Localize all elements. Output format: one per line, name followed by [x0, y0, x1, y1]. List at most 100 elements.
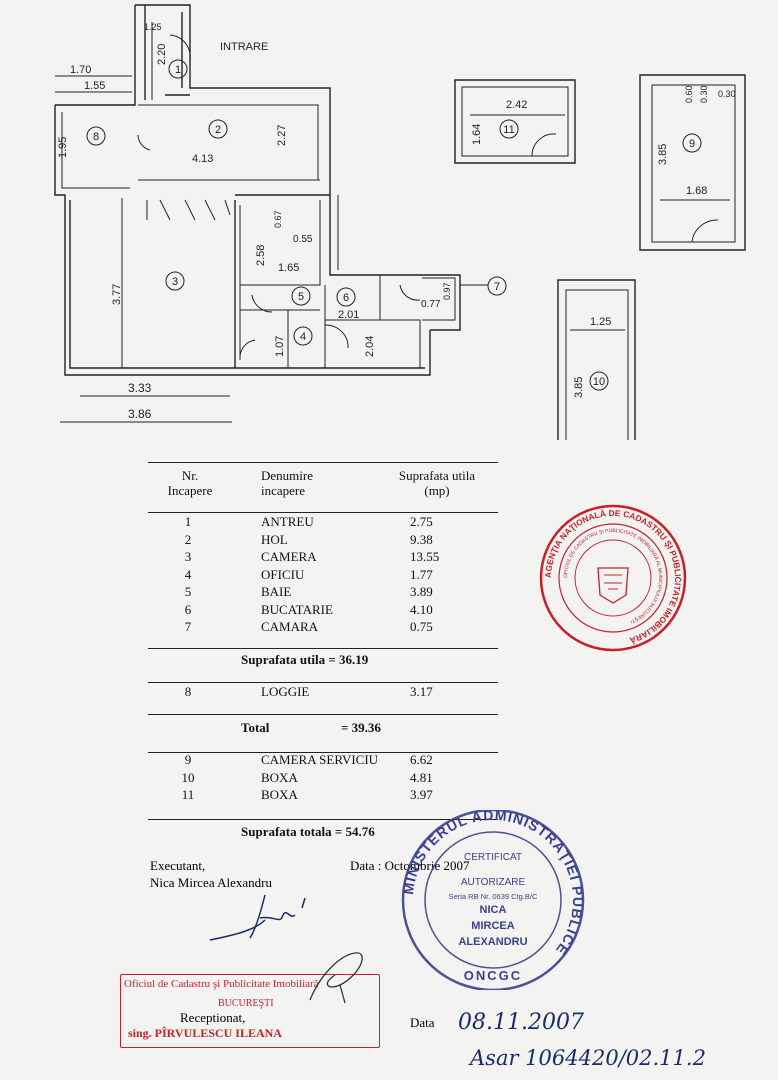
total-label: Total	[241, 720, 270, 735]
table-row: 6 BUCATARIE 4.10	[148, 602, 500, 618]
blue-stamp-line: ALEXANDRU	[458, 936, 527, 948]
dim-label: 2.04	[364, 336, 376, 357]
dim-label: 3.33	[128, 381, 152, 395]
dim-label: 3.77	[111, 284, 123, 305]
header-area: Suprafata utila (mp)	[398, 468, 476, 498]
blue-stamp-line: MIRCEA	[471, 920, 514, 932]
table-row: 5 BAIE 3.89	[148, 584, 500, 600]
room-number: 8	[93, 131, 99, 143]
room-number: 2	[215, 124, 221, 136]
dim-label: 0.30	[699, 85, 709, 103]
blue-stamp-line: NICA	[480, 904, 507, 916]
office-name: Oficiul de Cadastru şi Publicitate Imobi…	[124, 978, 319, 990]
cell-nr: 4	[184, 566, 192, 582]
cell-area: 4.10	[410, 601, 433, 617]
room-number: 7	[494, 281, 500, 293]
table-row: 3 CAMERA 13.55	[148, 549, 500, 565]
dim-label: 0.30	[718, 89, 736, 99]
dim-label: 0.97	[442, 282, 452, 300]
cell-area: 3.89	[410, 584, 433, 599]
receptionat-signature	[309, 952, 363, 1004]
dim-label: 2.20	[156, 44, 168, 65]
date2-label: Data	[410, 1015, 435, 1030]
handwritten-date: 08.11.2007	[458, 1010, 584, 1035]
cell-name: HOL	[261, 531, 288, 547]
dim-label: 0.60	[684, 85, 694, 103]
dim-label: 1.55	[84, 80, 105, 92]
suprafata-utila: Suprafata utila = 36.19	[241, 652, 369, 667]
cell-area: 3.17	[410, 684, 433, 699]
dim-label: 1.70	[70, 64, 91, 76]
dim-label: 1.68	[686, 185, 707, 197]
cell-area: 13.55	[410, 549, 440, 564]
room-number: 5	[298, 291, 304, 303]
cell-nr: 5	[184, 584, 192, 599]
cell-area: 4.81	[410, 769, 433, 785]
total-value: = 39.36	[341, 720, 381, 735]
executant-name: Nica Mircea Alexandru	[150, 875, 273, 890]
svg-text:OFICIUL DE CADASTRU ŞI PUBLICI: OFICIUL DE CADASTRU ŞI PUBLICITATE IMOBI…	[563, 528, 663, 624]
cell-nr: 2	[184, 531, 192, 547]
dim-label: 1.07	[274, 336, 286, 357]
cell-area: 3.97	[410, 787, 433, 802]
room-number: 11	[503, 124, 514, 136]
suprafata-totala: Suprafata totala = 54.76	[241, 824, 375, 839]
cell-nr: 3	[184, 549, 192, 564]
dim-label: 3.85	[573, 377, 585, 398]
blue-certification-stamp: MINISTERUL ADMINISTRAŢIEI PUBLICE ONCGC …	[400, 810, 585, 990]
cell-name: OFICIU	[261, 566, 305, 582]
cell-name: BAIE	[261, 584, 292, 599]
dim-label: 0.77	[421, 299, 441, 310]
dim-label: 2.27	[276, 125, 288, 146]
dim-label: 1.65	[278, 262, 299, 274]
cell-nr: 6	[184, 601, 192, 617]
blue-stamp-bottom-text: ONCGC	[464, 968, 522, 983]
header-name: Denumire incapere	[261, 468, 313, 498]
dim-label: 2.58	[255, 245, 267, 266]
dim-label: 1.25	[144, 22, 162, 32]
table-row: 7 CAMARA 0.75	[148, 619, 500, 635]
room-number: 10	[593, 376, 605, 388]
red-official-stamp: AGENŢIA NAŢIONALĂ DE CADASTRU ŞI PUBLICI…	[539, 504, 687, 652]
blue-stamp-line: AUTORIZARE	[461, 877, 526, 888]
executant-signature	[209, 894, 306, 941]
handwritten-number: Asar 1064420/02.11.2	[470, 1046, 706, 1070]
room-number: 3	[172, 276, 178, 288]
cell-name: BUCATARIE	[261, 601, 333, 617]
receptionat-label: Receptionat,	[180, 1010, 246, 1025]
cell-name: CAMARA	[261, 619, 319, 634]
cell-nr: 8	[184, 684, 192, 699]
dim-label: 1.64	[471, 124, 483, 145]
room-number: 1	[175, 64, 181, 76]
room-number: 4	[300, 331, 306, 343]
table-row: 1 ANTREU 2.75	[148, 514, 500, 530]
cell-nr: 10	[181, 769, 195, 785]
receptionat-name: sing. PÎRVULESCU ILEANA	[128, 1026, 282, 1040]
cell-area: 6.62	[410, 752, 433, 767]
cell-nr: 7	[184, 619, 192, 634]
cell-name: CAMERA	[261, 549, 317, 564]
cell-name: LOGGIE	[261, 684, 310, 699]
cell-area: 0.75	[410, 619, 433, 634]
dim-label: 1.95	[57, 137, 69, 158]
dim-label: 0.55	[293, 234, 313, 245]
table-row: 8 LOGGIE 3.17	[148, 684, 500, 700]
office-city: BUCUREŞTI	[218, 998, 274, 1009]
dim-label: 1.25	[590, 316, 611, 328]
header-nr: Nr. Incapere	[167, 468, 213, 498]
cell-nr: 1	[184, 514, 192, 529]
dim-label: 2.01	[338, 309, 359, 321]
room-marker	[168, 59, 188, 79]
dim-label: 2.42	[506, 99, 527, 111]
cell-name: ANTREU	[261, 514, 314, 529]
cell-area: 2.75	[410, 514, 433, 529]
reception-stamp	[120, 974, 380, 1048]
cell-name: CAMERA SERVICIU	[261, 752, 379, 767]
red-stamp-inner-text: OFICIUL DE CADASTRU ŞI PUBLICITATE IMOBI…	[563, 528, 663, 624]
entrance-label: INTRARE	[220, 41, 268, 53]
executant-label: Executant,	[150, 858, 206, 873]
